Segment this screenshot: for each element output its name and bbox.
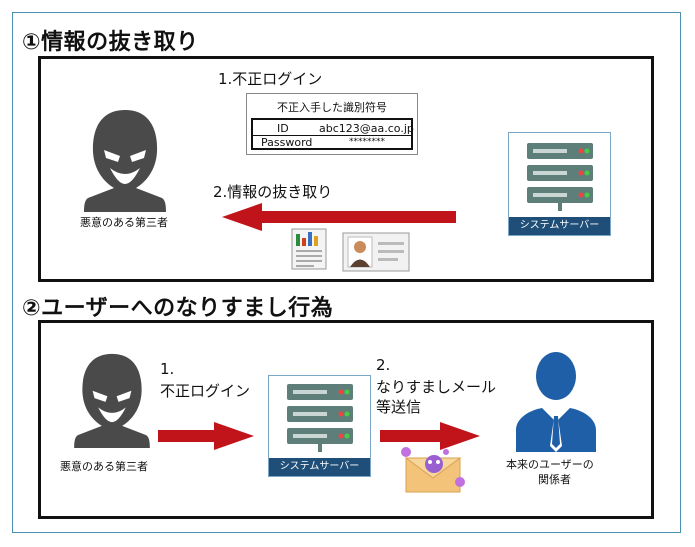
steal-arrow — [222, 203, 458, 235]
infected-email-icon — [398, 446, 468, 498]
attacker-label-2: 悪意のある第三者 — [60, 460, 148, 473]
server-label-2: システムサーバー — [269, 458, 370, 476]
system-server-card-2: システムサーバー — [268, 375, 371, 477]
id-value: abc123@aa.co.jp — [319, 122, 414, 135]
server-icon-2 — [287, 384, 353, 452]
section2-title: ②ユーザーへのなりすまし行為 — [22, 296, 334, 321]
password-label: Password — [261, 136, 313, 149]
credential-card-title: 不正入手した識別符号 — [277, 101, 387, 114]
section1-title: ①情報の抜き取り — [22, 30, 199, 55]
id-label: ID — [277, 122, 289, 135]
document-chart-icon — [291, 228, 327, 274]
server-icon — [527, 143, 593, 211]
server-label: システムサーバー — [509, 217, 610, 235]
attacker-icon-2 — [72, 352, 152, 452]
section2-step2-num: 2. — [376, 356, 391, 374]
credential-divider — [253, 135, 411, 136]
password-value: ******** — [349, 137, 385, 147]
section2-step2-line1: なりすましメール — [376, 378, 497, 396]
section2-step1-num: 1. — [160, 360, 175, 378]
attacker-label: 悪意のある第三者 — [80, 216, 168, 229]
spoof-mail-arrow — [380, 422, 480, 454]
login-arrow — [158, 422, 254, 454]
credential-card: 不正入手した識別符号 ID abc123@aa.co.jp Password *… — [246, 93, 418, 155]
user-icon — [512, 348, 600, 456]
section1-step2-label: 2.情報の抜き取り — [213, 183, 333, 201]
credential-box: ID abc123@aa.co.jp Password ******** — [251, 118, 414, 150]
user-label-line1: 本来のユーザーの — [506, 458, 594, 471]
section2-step1-label: 不正ログイン — [160, 382, 251, 400]
attacker-icon — [82, 108, 168, 216]
system-server-card: システムサーバー — [508, 132, 611, 236]
id-card-icon — [342, 232, 410, 276]
section2-step2-line2: 等送信 — [376, 398, 422, 416]
user-label-line2: 関係者 — [538, 473, 571, 486]
section1-step1-label: 1.不正ログイン — [218, 70, 323, 88]
diagram-frame — [12, 12, 681, 533]
